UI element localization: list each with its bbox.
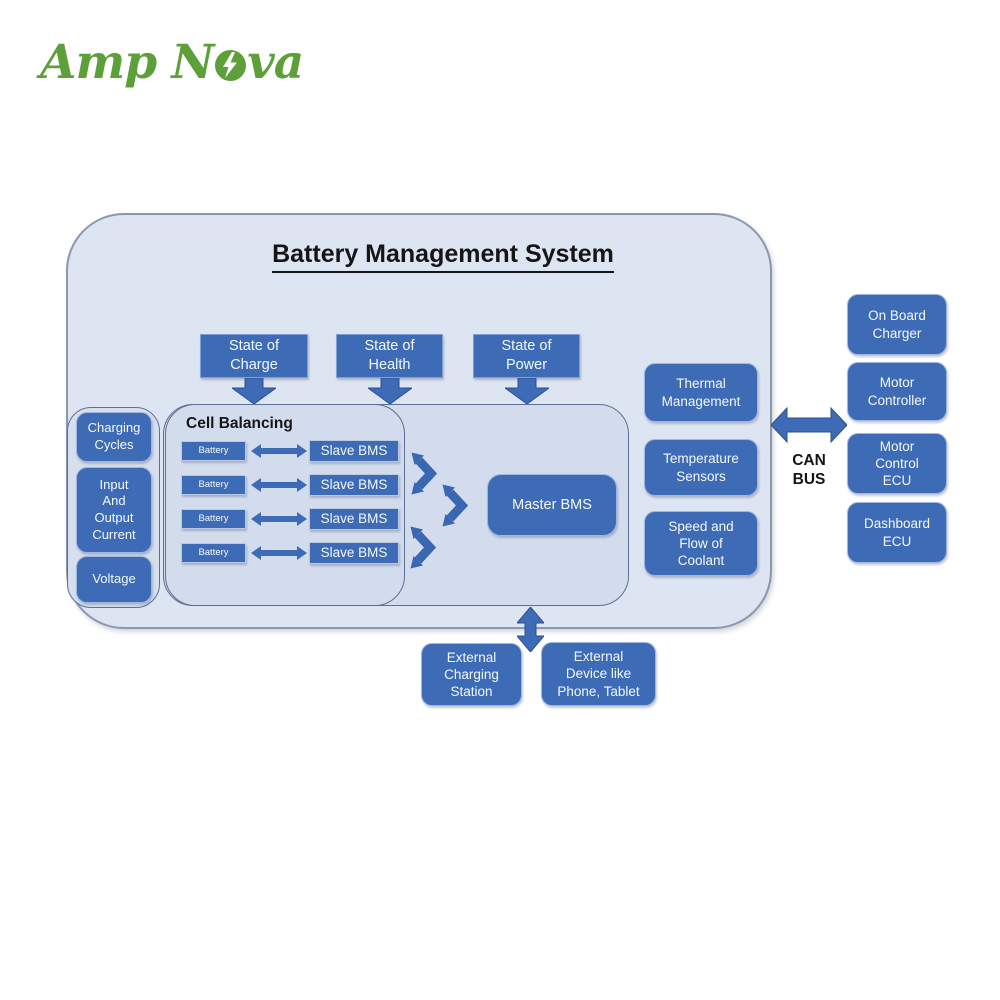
left-right-arrow	[251, 478, 307, 492]
master-bms-box: Master BMS	[487, 474, 617, 536]
external-charging-station-box: External Charging Station	[421, 643, 522, 706]
battery-box-4: Battery	[181, 543, 246, 563]
slave-bms-box-1: Slave BMS	[309, 440, 399, 462]
chevron-arrow	[442, 484, 469, 527]
state-of-power-box: State of Power	[473, 334, 580, 378]
diagram-title: Battery Management System	[66, 240, 772, 273]
battery-box-2: Battery	[181, 475, 246, 495]
motor-controller-box: Motor Controller	[847, 362, 947, 421]
down-arrow	[232, 378, 276, 404]
logo-text-suffix: va	[247, 34, 304, 90]
up-down-arrow	[517, 607, 544, 652]
thermal-management-box: Thermal Management	[644, 363, 758, 422]
state-of-health-box: State of Health	[336, 334, 443, 378]
motor-control-ecu-box: Motor Control ECU	[847, 433, 947, 494]
down-arrow	[368, 378, 412, 404]
logo-text-prefix: Amp N	[40, 34, 214, 90]
slave-bms-box-3: Slave BMS	[309, 508, 399, 530]
slave-bms-box-4: Slave BMS	[309, 542, 399, 564]
can-bus-arrow	[771, 406, 847, 444]
coolant-flow-box: Speed and Flow of Coolant	[644, 511, 758, 576]
on-board-charger-box: On Board Charger	[847, 294, 947, 355]
down-arrow	[505, 378, 549, 404]
can-bus-label: CAN BUS	[792, 452, 826, 489]
left-right-arrow	[251, 512, 307, 526]
external-device-box: External Device like Phone, Tablet	[541, 642, 656, 706]
left-right-arrow	[251, 546, 307, 560]
input-output-current-box: Input And Output Current	[76, 467, 152, 553]
dashboard-ecu-box: Dashboard ECU	[847, 502, 947, 563]
lightning-bolt-icon	[215, 49, 247, 81]
chevron-arrow	[411, 452, 438, 495]
charging-cycles-box: Charging Cycles	[76, 412, 152, 462]
cell-balancing-label: Cell Balancing	[186, 415, 293, 432]
left-right-arrow	[251, 444, 307, 458]
temperature-sensors-box: Temperature Sensors	[644, 439, 758, 496]
amp-nova-logo: Amp N va	[40, 30, 304, 94]
battery-box-3: Battery	[181, 509, 246, 529]
cell-balancing-panel	[165, 404, 405, 606]
slave-bms-box-2: Slave BMS	[309, 474, 399, 496]
state-of-charge-box: State of Charge	[200, 334, 308, 378]
chevron-arrow	[410, 526, 437, 569]
voltage-box: Voltage	[76, 556, 152, 603]
battery-box-1: Battery	[181, 441, 246, 461]
